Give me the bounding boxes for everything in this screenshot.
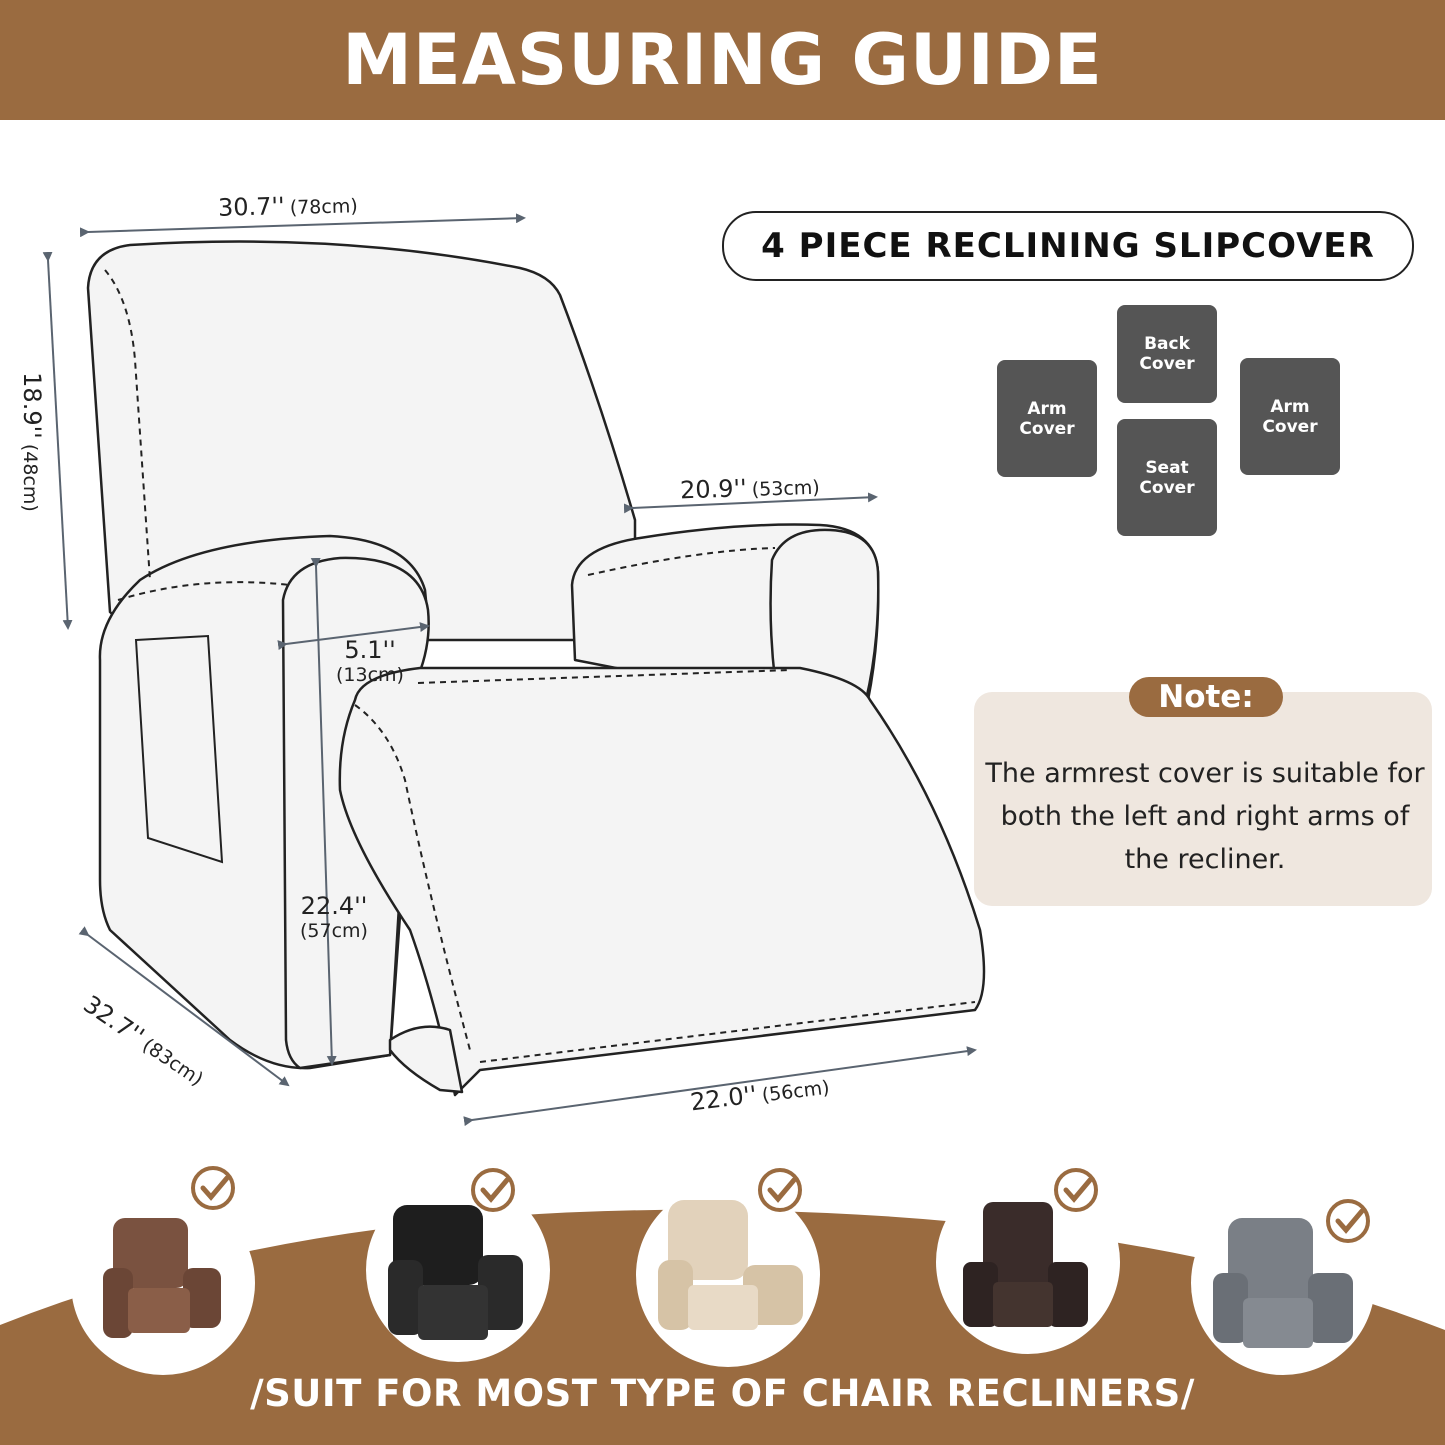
note-box [974,692,1432,906]
dim-back-height: 18.9'' (48cm) [17,372,46,512]
slipcover-title-pill: 4 PIECE RECLINING SLIPCOVER [722,211,1414,281]
black-recliner-icon [388,1205,523,1340]
beige-recliner-icon [658,1200,803,1330]
note-label: Note: [1129,677,1283,717]
side-pocket [134,634,224,864]
arrow-arm-width [277,622,430,650]
grey-recliner-icon [1213,1218,1353,1348]
seat-cover-piece: Seat Cover [1117,419,1217,536]
arrow-arm-height [310,557,337,1066]
dark-brown-recliner-icon [963,1202,1088,1327]
footer-tagline: /SUIT FOR MOST TYPE OF CHAIR RECLINERS/ [250,1372,1195,1415]
arrow-back-height [42,251,73,630]
arrow-footrest-width [463,1046,977,1127]
dim-top-width: 30.7'' (78cm) [217,192,359,222]
slipcover-title: 4 PIECE RECLINING SLIPCOVER [761,226,1375,266]
header-banner: MEASURING GUIDE [0,0,1445,120]
arrow-depth [78,926,290,1087]
arrow-seat-width [623,492,878,514]
dim-seat-width: 20.9'' (53cm) [679,474,821,505]
recliner-thumbnails [71,1166,1375,1375]
arm-cover-right-piece: Arm Cover [1240,358,1340,475]
back-cover-piece: Back Cover [1117,305,1217,403]
right-arm-front [769,528,880,702]
dim-arm-width: 5.1'' (13cm) [336,636,404,686]
footrest-shape [338,666,986,1097]
brown-recliner-icon [103,1218,221,1338]
arrow-top-width [79,213,526,238]
dim-arm-height: 22.4'' (57cm) [300,892,368,942]
page-title: MEASURING GUIDE [342,19,1103,101]
backrest-shape [86,240,637,642]
arm-cover-left-piece: Arm Cover [997,360,1097,477]
footrest-base [388,1025,464,1094]
note-text: The armrest cover is suitable for both t… [985,758,1425,875]
